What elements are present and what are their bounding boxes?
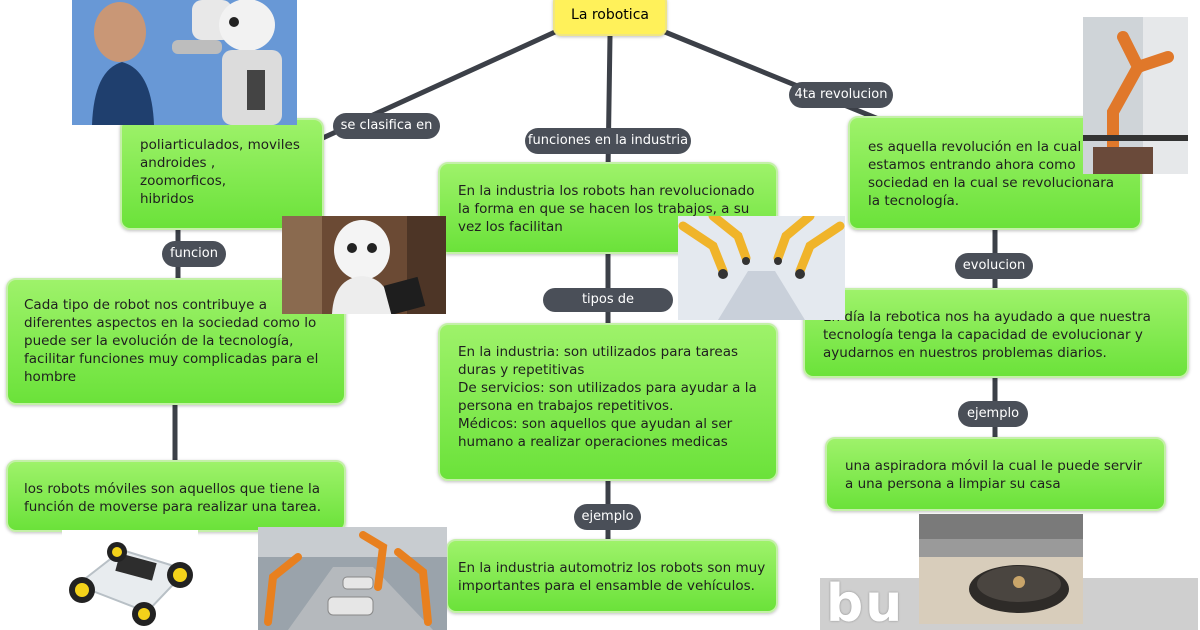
- image-robot-arms: [678, 216, 845, 320]
- node-contribucion-text: Cada tipo de robot nos contribuye a dife…: [24, 297, 319, 385]
- image-kuka-robot: [1083, 17, 1188, 174]
- node-contribucion[interactable]: Cada tipo de robot nos contribuye a dife…: [6, 278, 346, 405]
- link-funcion[interactable]: funcion: [162, 241, 226, 267]
- node-aspiradora[interactable]: una aspiradora móvil la cual le puede se…: [825, 437, 1166, 511]
- image-robot-vacuum: [919, 514, 1083, 624]
- node-industria[interactable]: En la industria los robots han revolucio…: [438, 162, 778, 254]
- node-evolucion-text: En día la rebotica nos ha ayudado a que …: [823, 309, 1151, 361]
- image-robot-car: [62, 530, 198, 628]
- node-automotriz[interactable]: En la industria automotriz los robots so…: [446, 539, 778, 613]
- root-node[interactable]: La robotica: [553, 0, 667, 36]
- node-moviles[interactable]: los robots móviles son aquellos que tien…: [6, 460, 346, 532]
- node-revolucion-text: es aquella revolución en la cual estamos…: [868, 139, 1115, 209]
- link-revolucion[interactable]: 4ta revolucion: [789, 82, 893, 108]
- node-clasificacion[interactable]: poliarticulados, moviles androides , zoo…: [120, 118, 324, 230]
- image-pepper-robot: [282, 216, 446, 314]
- node-industria-text: En la industria los robots han revolucio…: [458, 183, 755, 235]
- node-moviles-text: los robots móviles son aquellos que tien…: [24, 481, 322, 515]
- image-car-factory: [258, 527, 447, 630]
- root-label: La robotica: [571, 7, 649, 23]
- node-evolucion[interactable]: En día la rebotica nos ha ayudado a que …: [803, 288, 1189, 378]
- link-evolucion[interactable]: evolucion: [955, 253, 1033, 279]
- link-ejemplo-center[interactable]: ejemplo: [574, 504, 641, 530]
- image-human-robot: [72, 0, 297, 125]
- link-ejemplo-right[interactable]: ejemplo: [958, 401, 1028, 427]
- link-tipos[interactable]: tipos de: [543, 288, 673, 312]
- link-se-clasifica[interactable]: se clasifica en: [333, 113, 440, 139]
- node-automotriz-text: En la industria automotriz los robots so…: [458, 560, 766, 594]
- node-tipos[interactable]: En la industria: son utilizados para tar…: [438, 323, 778, 481]
- node-aspiradora-text: una aspiradora móvil la cual le puede se…: [845, 458, 1142, 492]
- node-clasificacion-text: poliarticulados, moviles androides , zoo…: [140, 137, 300, 207]
- node-tipos-text: En la industria: son utilizados para tar…: [458, 344, 757, 450]
- link-funciones[interactable]: funciones en la industria: [525, 128, 691, 154]
